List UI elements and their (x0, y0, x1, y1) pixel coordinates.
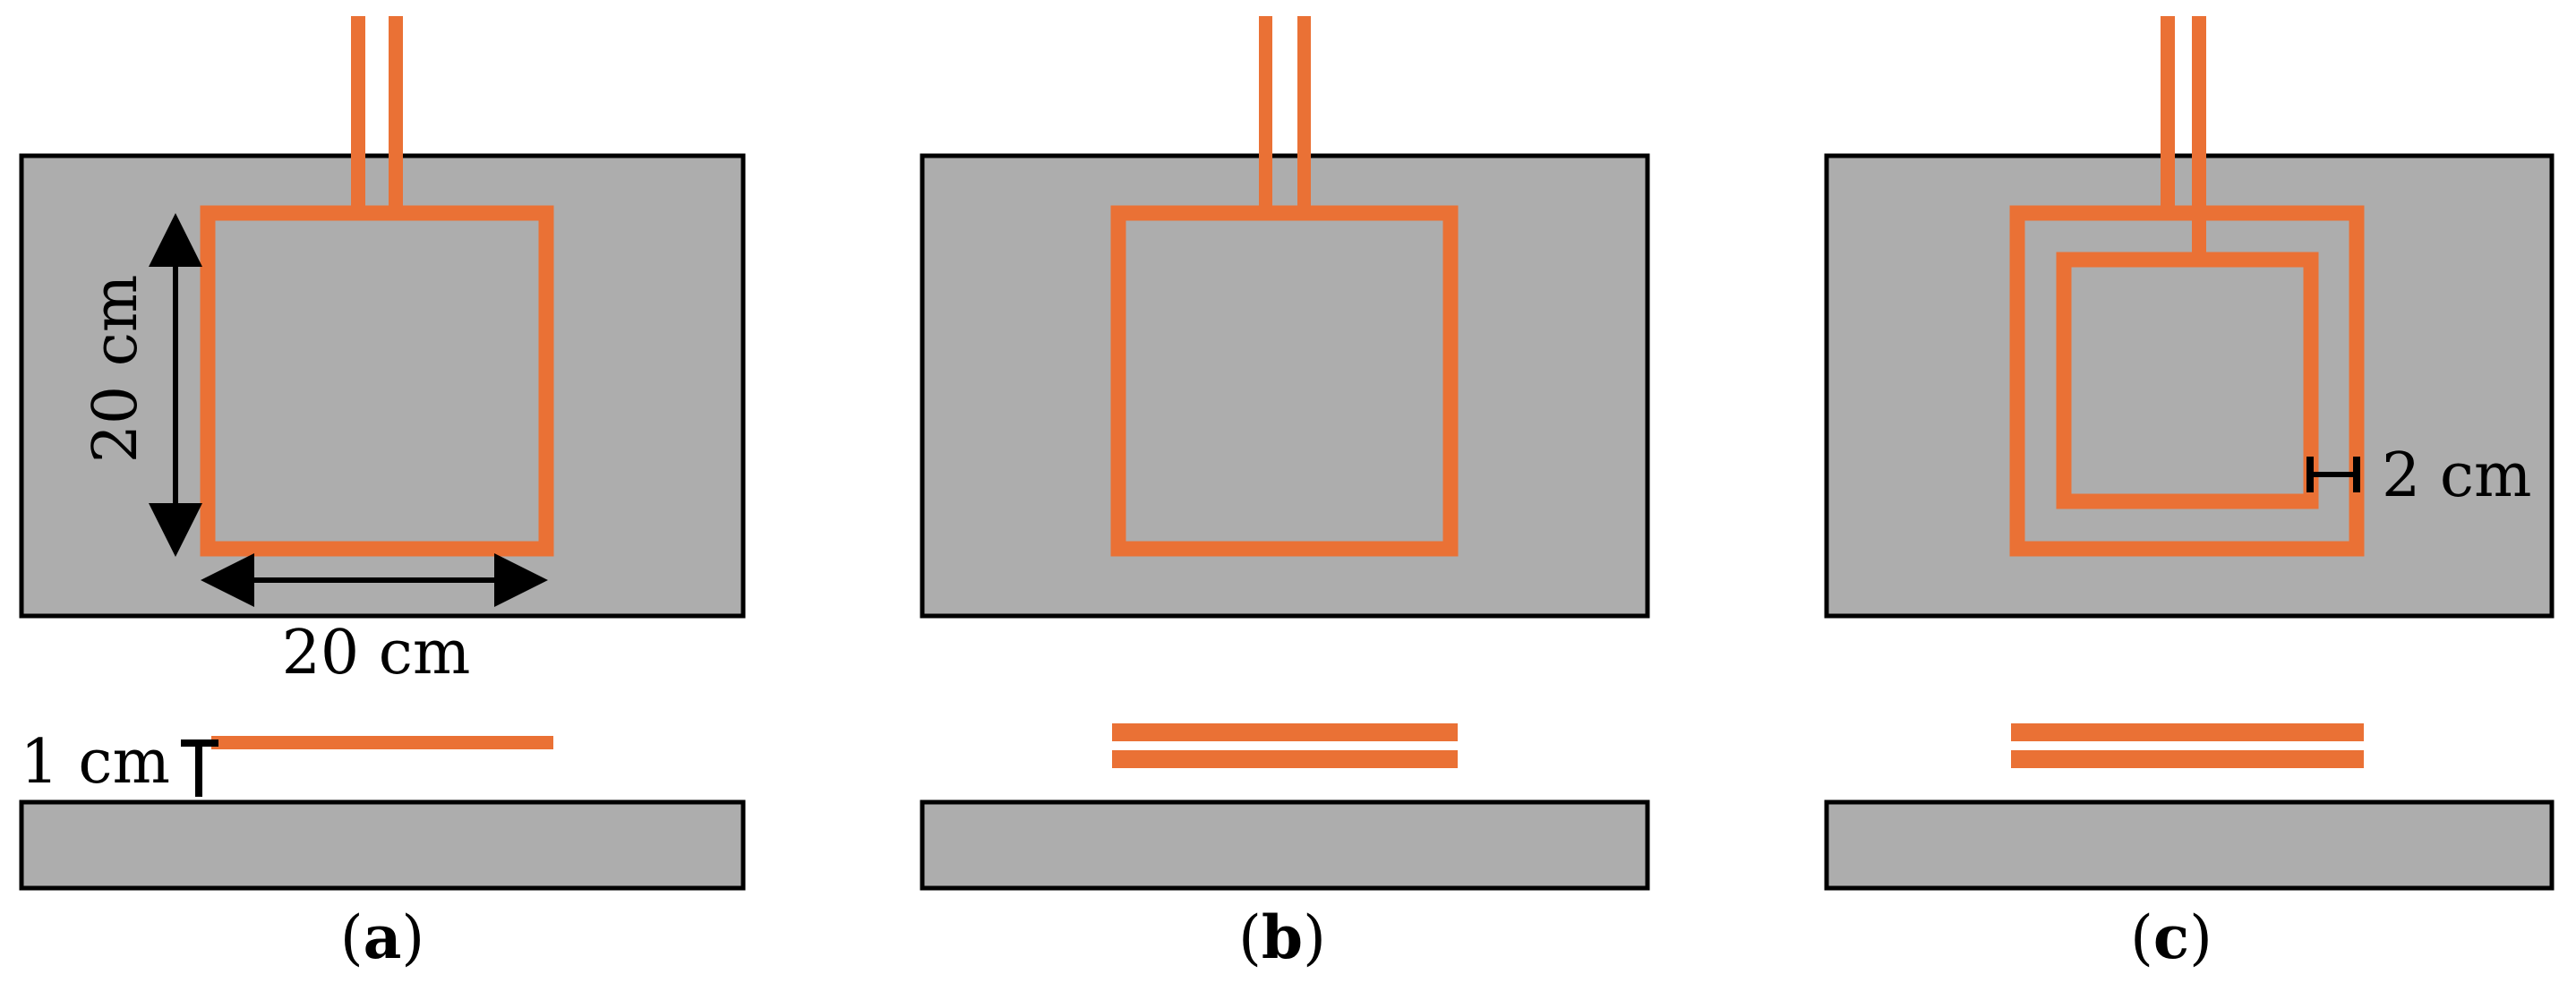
panel-b-coil (1110, 205, 1459, 557)
panel-a-gap-label: 1 cm (21, 727, 170, 798)
panel-c-lead-wire-right (2192, 16, 2206, 258)
panel-a-side-plate (19, 799, 746, 891)
panel-b: (b) (920, 16, 1650, 972)
panel-c-lead-wire-left (2161, 16, 2175, 213)
panel-c-coil-side-upper (2011, 723, 2364, 741)
panel-c-top-plate (1824, 153, 2555, 619)
panel-b-side-plate (920, 799, 1650, 891)
panel-a-caption: (a) (340, 902, 424, 972)
panel-c-coil-inner (2056, 252, 2319, 509)
panel-c-side-plate (1824, 799, 2555, 891)
panel-b-lead-wire-left (1259, 16, 1272, 213)
panel-a-coil-side (211, 736, 553, 749)
panel-a-coil (200, 205, 554, 557)
panel-b-lead-wire-right (1297, 16, 1311, 213)
panel-a-top-plate (19, 153, 746, 619)
panel-b-caption: (b) (1238, 902, 1326, 972)
panel-b-coil-side-upper (1112, 723, 1458, 741)
panel-a-height-label: 20 cm (81, 275, 151, 464)
panel-c-caption: (c) (2130, 902, 2212, 972)
panel-c-coil-side-lower (2011, 750, 2364, 768)
panel-a-width-label: 20 cm (282, 618, 471, 688)
panel-b-top-plate (920, 153, 1650, 619)
panel-a-lead-wire-left (351, 16, 365, 213)
panel-c: 2 cm (c) (1824, 16, 2555, 972)
panel-a: 20 cm 20 cm 1 cm (a) (19, 16, 746, 972)
panel-c-coil-outer (2009, 205, 2365, 557)
panel-c-spacing-label: 2 cm (2382, 440, 2531, 511)
panel-a-lead-wire-right (389, 16, 403, 213)
panel-b-coil-side-lower (1112, 750, 1458, 768)
